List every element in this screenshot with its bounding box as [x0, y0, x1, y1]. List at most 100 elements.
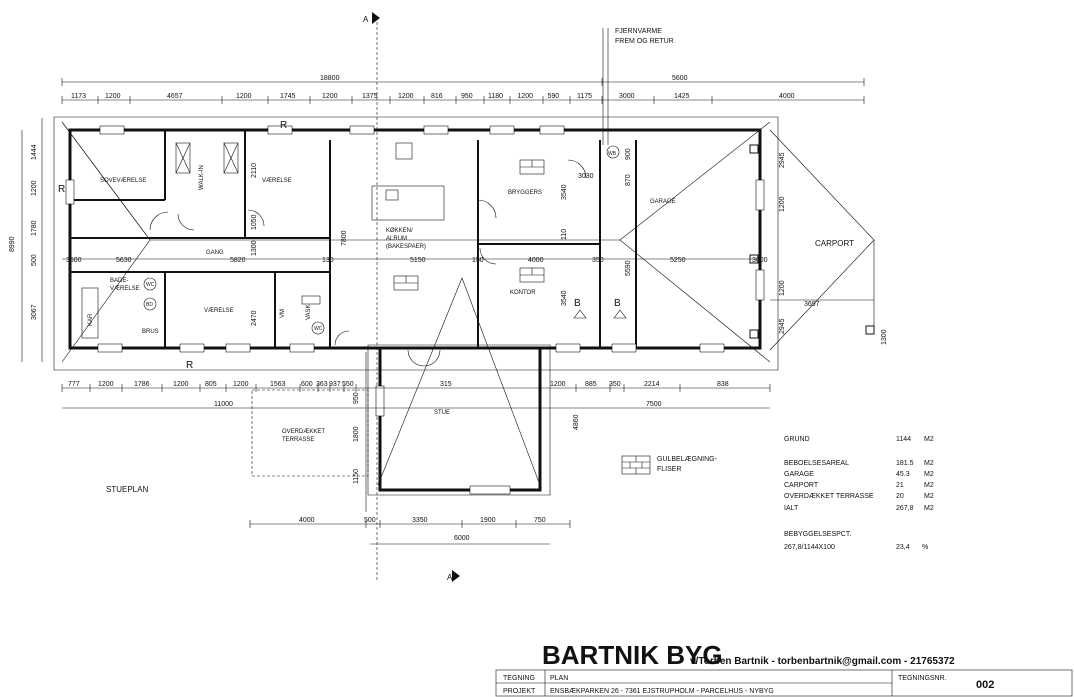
- area-unit: M2: [924, 460, 934, 467]
- tegning-label: TEGNING: [503, 675, 535, 682]
- area-label: GRUND: [784, 436, 810, 443]
- coverage-label: BEBYGGELSESPCT.: [784, 531, 851, 538]
- district-heating-label-1: FJERNVARME: [615, 28, 662, 35]
- dim-stue-1150: 1150: [353, 469, 360, 484]
- dim-5250: 5250: [670, 257, 686, 264]
- dim-2945-a: 2945: [779, 152, 786, 168]
- dim-left-2: 1200: [31, 180, 38, 196]
- room-gang: GANG: [206, 250, 224, 256]
- room-bryggers: BRYGGERS: [508, 190, 542, 196]
- title-block: BARTNIK BYG v/Torben Bartnik - torbenbar…: [495, 640, 1073, 697]
- dim-1300: 1300: [251, 240, 258, 256]
- dim-bottom-11000: 11000: [214, 401, 233, 408]
- dim-1050: 1050: [251, 214, 258, 230]
- projekt-value: ENSBÆKPARKEN 26 - 7361 EJSTRUPHOLM - PAR…: [550, 688, 774, 695]
- room-labels: SOVEVÆRELSE WALK-IN VÆRELSE KØKKEN/ ALRU…: [88, 165, 854, 443]
- area-unit: M2: [924, 471, 934, 478]
- dim-top-segment: 1200: [518, 93, 534, 100]
- dim-top-segment: 1200: [398, 93, 414, 100]
- room-bade: BADE-: [110, 278, 128, 284]
- dim-stue-4860: 4860: [573, 414, 580, 430]
- dim-2110: 2110: [251, 163, 258, 178]
- floor-tiles-legend: GULBELÆGNING- FLISER: [621, 455, 718, 475]
- dim-top-segment: 950: [461, 93, 473, 100]
- area-value: 45.3: [896, 471, 910, 478]
- dim-900: 900: [625, 148, 632, 160]
- dim-5630: 5630: [116, 257, 132, 264]
- dim-bottom-segment: 350: [609, 381, 621, 388]
- dim-bottom-segment: 1200: [233, 381, 249, 388]
- room-terrasse: TERRASSE: [282, 437, 314, 443]
- dim-top-segment: 1175: [577, 93, 592, 100]
- marks: R R R B B: [58, 120, 627, 371]
- dim-left-1: 1444: [31, 144, 38, 160]
- tegningsnr-value: 002: [976, 679, 994, 691]
- room-bakeside: (BAKESPAER): [386, 244, 426, 250]
- room-alrum: ALRUM: [386, 236, 407, 242]
- brand-name: BARTNIK BYG: [542, 640, 723, 670]
- dim-top-segment: 1200: [322, 93, 338, 100]
- dim-top-segment: 1745: [280, 93, 296, 100]
- coverage-formula: 267,8/1144X100: [784, 544, 835, 551]
- area-label: BEBOELSESAREAL: [784, 460, 849, 467]
- dim-top-segment: 816: [431, 93, 443, 100]
- dim-bottom-row3: 4000: [299, 517, 315, 524]
- area-label: IALT: [784, 505, 799, 512]
- dim-bottom-segment: 937: [329, 381, 341, 388]
- dim-bottom-segment: 550: [342, 381, 354, 388]
- dim-overall-right: 5600: [672, 75, 688, 82]
- area-unit: M2: [924, 482, 934, 489]
- tegning-value: PLAN: [550, 675, 568, 682]
- doors: [149, 159, 587, 367]
- dim-7800: 7800: [341, 230, 348, 246]
- fixture-brus: BRUS: [142, 329, 159, 335]
- room-stue: STUE: [434, 410, 450, 416]
- dim-bottom-segment: 805: [205, 381, 217, 388]
- dim-350: 350: [592, 257, 604, 264]
- area-unit: M2: [924, 436, 934, 443]
- dim-top-segment: 4657: [167, 93, 183, 100]
- room-koekken: KØKKEN/: [386, 228, 413, 234]
- dim-bottom-segment: 1200: [173, 381, 189, 388]
- dim-bottom-row3: 1900: [480, 517, 496, 524]
- legend-line-2: FLISER: [657, 466, 682, 473]
- mark-r-top: R: [280, 120, 287, 131]
- fixture-kar: KAR: [88, 313, 94, 326]
- dim-3030: 3030: [578, 173, 594, 180]
- dim-bottom-segment: 838: [717, 381, 729, 388]
- dim-top-segment: 1375: [362, 93, 378, 100]
- dim-bottom-segment: 1200: [98, 381, 114, 388]
- dim-150: 150: [472, 257, 484, 264]
- room-vaerelse-2: VÆRELSE: [204, 308, 234, 314]
- dim-bottom-row3: 3350: [412, 517, 428, 524]
- dim-bottom-7500: 7500: [646, 401, 662, 408]
- dim-bottom-segment: 315: [440, 381, 452, 388]
- district-heating-label-2: FREM OG RETUR: [615, 38, 674, 45]
- dim-bottom-row3: 500: [364, 517, 376, 524]
- area-unit: M2: [924, 493, 934, 500]
- dim-stue-950: 950: [353, 392, 360, 404]
- dim-bottom-segment: 777: [68, 381, 80, 388]
- coverage: BEBYGGELSESPCT. 267,8/1144X100 23,4 %: [784, 531, 928, 551]
- dim-top-segment: 590: [548, 93, 560, 100]
- mark-r-bottom: R: [186, 360, 193, 371]
- mark-b-2: B: [614, 298, 621, 309]
- dim-left-overall: 8990: [9, 236, 16, 252]
- dim-bottom-segment: 1563: [270, 381, 286, 388]
- room-overdaekket: OVERDÆKKET: [282, 429, 325, 435]
- dim-4000-mid: 4000: [528, 257, 544, 264]
- fixture-bd: BD: [146, 302, 153, 308]
- dim-top-segment: 1180: [488, 93, 503, 100]
- section-line-a: A A: [363, 12, 460, 582]
- dim-1200-b: 1200: [779, 280, 786, 296]
- dim-870: 870: [625, 174, 632, 186]
- wb-label: WB: [608, 151, 617, 157]
- dim-3540-b: 3540: [561, 290, 568, 306]
- dim-left-3: 1780: [31, 220, 38, 236]
- left-dimensions: 8990 1444 1200 1780 500 3067: [9, 118, 43, 362]
- tegningsnr-label: TEGNINGSNR.: [898, 675, 947, 682]
- area-value: 267,8: [896, 505, 914, 512]
- dim-130: 130: [322, 257, 334, 264]
- dim-bottom-segment: 2214: [644, 381, 660, 388]
